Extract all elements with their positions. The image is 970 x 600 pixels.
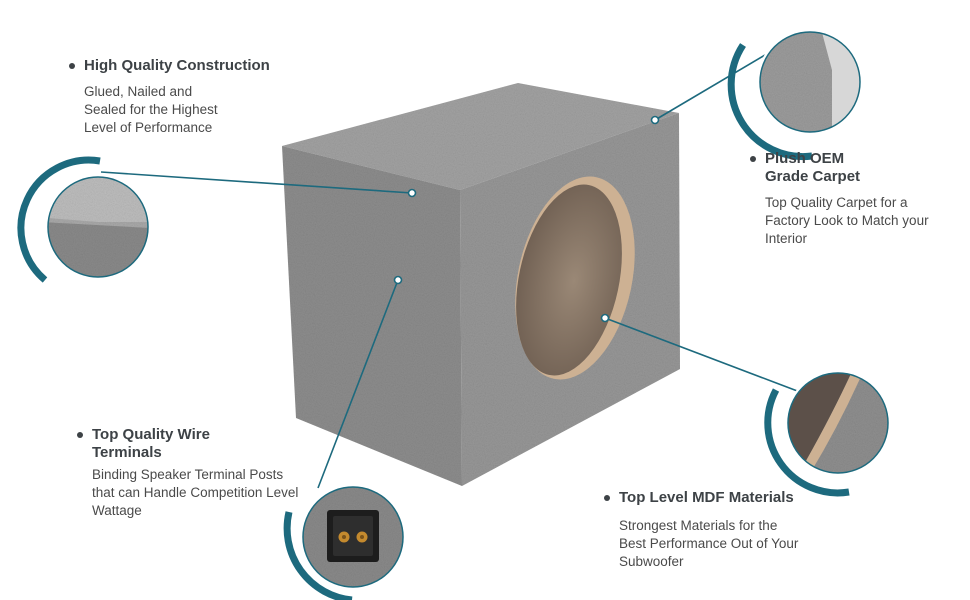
- callout-construction-title: High Quality Construction: [66, 57, 326, 75]
- zoom-circle-terminals: [283, 484, 406, 600]
- connector-dots: [393, 115, 660, 323]
- callout-terminals-title: Top Quality Wire Terminals: [74, 426, 222, 462]
- callout-mdf-title: Top Level MDF Materials: [601, 489, 841, 507]
- callout-carpet-title: Plush OEM Grade Carpet: [747, 150, 875, 186]
- callout-carpet: Plush OEM Grade Carpet Top Quality Carpe…: [747, 150, 957, 248]
- zoom-circle-carpet: [727, 29, 863, 161]
- callout-mdf: Top Level MDF Materials Strongest Materi…: [601, 489, 841, 571]
- callout-construction: High Quality Construction Glued, Nailed …: [66, 57, 326, 137]
- callout-mdf-desc: Strongest Materials for the Best Perform…: [619, 518, 799, 569]
- zoom-circle-construction: [17, 156, 151, 283]
- callout-terminals-desc: Binding Speaker Terminal Posts that can …: [92, 467, 299, 518]
- box-left-face: [282, 146, 462, 486]
- callout-construction-desc: Glued, Nailed and Sealed for the Highest…: [84, 84, 218, 135]
- speaker-port: [515, 176, 635, 380]
- box-top-face: [282, 83, 679, 190]
- callout-terminals: Top Quality Wire Terminals Binding Speak…: [74, 426, 304, 520]
- connector-lines: [100, 54, 801, 489]
- zoom-circle-mdf: [764, 370, 891, 497]
- callout-carpet-desc: Top Quality Carpet for a Factory Look to…: [765, 195, 929, 246]
